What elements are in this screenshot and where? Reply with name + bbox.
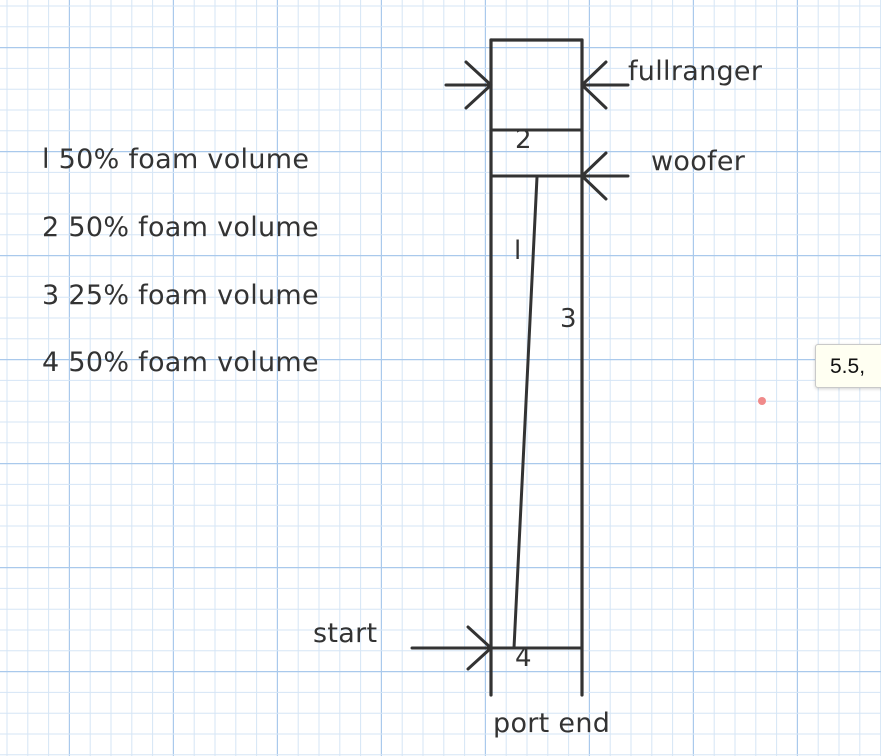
label-port-end: port end <box>493 708 611 739</box>
cursor-dot <box>758 397 766 405</box>
section-label-4: 4 <box>515 643 532 673</box>
coordinate-tooltip: 5.5, <box>815 344 881 388</box>
label-woofer: woofer <box>651 146 746 177</box>
arrow-start <box>410 625 493 671</box>
slanted-baffle <box>512 175 539 650</box>
legend-item-1: l 50% foam volume <box>42 144 310 175</box>
section-label-3: 3 <box>560 304 577 334</box>
section-label-1: l <box>514 236 522 266</box>
section-label-2: 2 <box>515 125 532 155</box>
legend-item-4: 4 50% foam volume <box>42 347 319 378</box>
legend-item-2: 2 50% foam volume <box>42 212 319 243</box>
label-start: start <box>313 618 378 649</box>
arrow-fullranger-right <box>580 60 630 110</box>
arrow-woofer <box>580 151 630 201</box>
enclosure-drawing <box>410 38 630 697</box>
arrow-fullranger-left <box>444 60 493 110</box>
label-fullranger: fullranger <box>628 56 763 87</box>
legend-item-3: 3 25% foam volume <box>42 280 319 311</box>
